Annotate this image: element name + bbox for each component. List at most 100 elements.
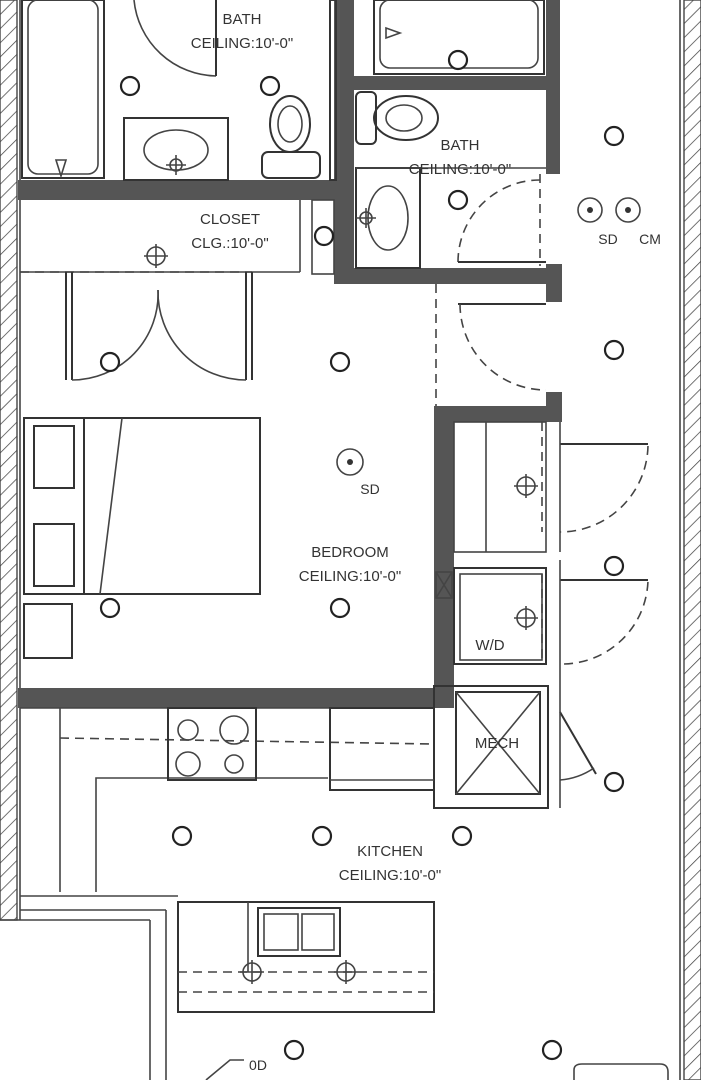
- co-monitor-hall-dot: [625, 207, 631, 213]
- bathtub-2: [373, 0, 545, 75]
- bathtub-2-drain: [385, 26, 403, 40]
- mech-door-leaf: [559, 711, 597, 775]
- co-monitor-hall: [615, 197, 641, 223]
- washer-dryer-unit: [459, 573, 543, 661]
- panel-box: [435, 571, 453, 599]
- corner-fixture: [573, 1063, 669, 1080]
- pillow-1: [33, 425, 75, 489]
- ceiling-lights: [99, 49, 625, 1061]
- light-icon: [603, 339, 625, 361]
- wall-right-stub: [546, 264, 562, 302]
- kitchen-sink-bowl-2: [301, 913, 335, 951]
- counter-outline: [20, 707, 434, 892]
- burner-3: [175, 751, 201, 777]
- bath-1-ceiling: CEILING:10'-0": [191, 35, 293, 52]
- pillow-2: [33, 523, 75, 587]
- smoke-detector-bedroom: [336, 448, 364, 476]
- light-icon: [259, 75, 281, 97]
- light-icon: [603, 555, 625, 577]
- bath-2-ceiling: CEILING:10'-0": [409, 161, 511, 178]
- bathtub-1-drain: [54, 159, 68, 179]
- wall-right-stub-2: [546, 392, 562, 422]
- washer-dryer-label: W/D: [475, 637, 504, 654]
- smoke-detector-bedroom-dot: [347, 459, 353, 465]
- sink2-drain: [359, 211, 373, 225]
- wall-bath2-top: [354, 76, 546, 90]
- bath-1-name: BATH: [223, 11, 262, 28]
- wall-bath2-bottom: [334, 268, 556, 284]
- kitchen: KITCHEN CEILING:10'-0" 0D: [0, 707, 669, 1080]
- bedroom-name: BEDROOM: [311, 544, 389, 561]
- door-tag-leader: [205, 1059, 244, 1080]
- toilet-2-bowl: [373, 95, 439, 141]
- burner-4: [224, 754, 244, 774]
- light-icon: [329, 597, 351, 619]
- hall-doors: [435, 284, 547, 406]
- toilet-1-bowl: [269, 95, 311, 153]
- bath-2: BATH CEILING:10'-0": [355, 0, 546, 269]
- bath-2-name: BATH: [441, 137, 480, 154]
- kitchen-ceiling: CEILING:10'-0": [339, 867, 441, 884]
- linen-closet: [453, 421, 547, 553]
- washer-dryer-closet: [453, 567, 547, 665]
- burner-1: [177, 719, 199, 741]
- wall-bath2-right: [546, 0, 560, 174]
- sink-drain: [169, 158, 183, 172]
- toilet-1-seat: [277, 105, 303, 143]
- light-icon: [171, 825, 193, 847]
- bedroom-sd-label: SD: [360, 481, 379, 497]
- light-icon: [603, 125, 625, 147]
- mech-door-swing: [559, 767, 595, 781]
- light-icon: [447, 49, 469, 71]
- bed-frame: [23, 417, 261, 595]
- hall-door-swing: [459, 303, 547, 391]
- door-tag-label: 0D: [249, 1057, 267, 1073]
- wall-fixtures: [144, 244, 538, 984]
- wall-bedroom-bottom: [18, 688, 454, 708]
- bath-1: BATH CEILING:10'-0": [21, 0, 337, 181]
- smoke-detector-label: SD: [598, 231, 617, 247]
- kitchen-name: KITCHEN: [357, 843, 423, 860]
- toilet-2-tank: [355, 91, 377, 145]
- light-icon: [447, 189, 469, 211]
- bath-1-vanity: [123, 117, 229, 181]
- bath-1-wall-right: [329, 0, 337, 181]
- wall-bath1-bottom: [18, 180, 338, 200]
- light-icon: [119, 75, 141, 97]
- closet-door-swing-left: [71, 289, 159, 381]
- smoke-detector-hall-dot: [587, 207, 593, 213]
- panel-x-2: [435, 571, 453, 599]
- mech-unit: [455, 691, 541, 795]
- wall-bath2-left: [334, 0, 354, 282]
- burner-2: [219, 715, 249, 745]
- linen-door-swing: [559, 443, 649, 533]
- light-icon: [311, 825, 333, 847]
- bedroom-ceiling: CEILING:10'-0": [299, 568, 401, 585]
- smoke-detector-hall: [577, 197, 603, 223]
- closet: CLOSET CLG.:10'-0": [20, 199, 335, 381]
- interior-walls: [18, 0, 562, 708]
- light-icon: [329, 351, 351, 373]
- laundry-area: W/D: [435, 421, 649, 690]
- nightstand: [23, 603, 73, 659]
- mech-label: MECH: [475, 735, 519, 752]
- light-icon: [283, 1039, 305, 1061]
- exterior-wall-left: [0, 0, 18, 921]
- bath-1-door-swing: [133, 0, 217, 77]
- closet-name: CLOSET: [200, 211, 260, 228]
- kitchen-sink: [257, 907, 341, 957]
- light-icon: [541, 1039, 563, 1061]
- closet-ceiling: CLG.:10'-0": [191, 235, 268, 252]
- toilet-2-seat: [385, 104, 423, 132]
- refrigerator: [329, 707, 435, 791]
- light-icon: [99, 351, 121, 373]
- closet-door-swing-right: [157, 289, 247, 381]
- bed-cover-fold: [99, 417, 123, 595]
- upper-cabinet-line: [59, 737, 435, 745]
- light-icon: [99, 597, 121, 619]
- exterior-wall-right: [683, 0, 701, 1080]
- light-icon: [603, 771, 625, 793]
- wd-door-swing: [559, 579, 649, 665]
- wall-bedroom-right: [434, 406, 454, 708]
